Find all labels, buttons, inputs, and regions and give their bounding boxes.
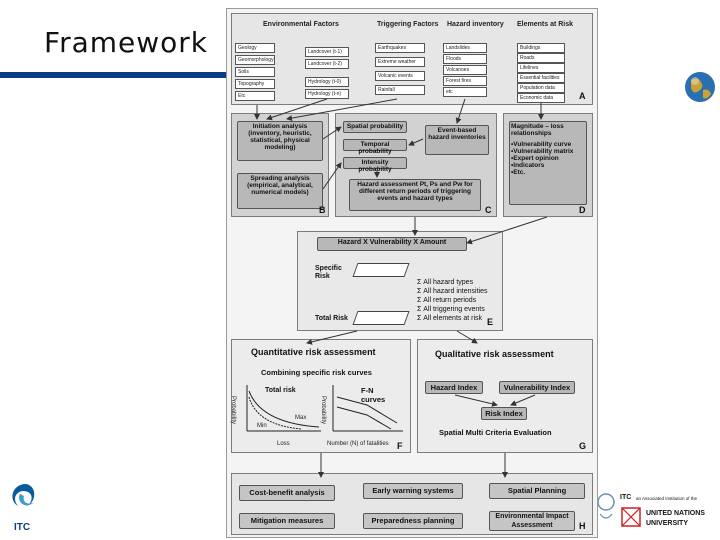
- globe-icon: [685, 72, 715, 102]
- itc-logo-text: ITC: [14, 522, 31, 533]
- element-at-risk: Lifelines: [517, 63, 565, 73]
- magnitude-loss-title: Magnitude – loss relationships: [511, 123, 564, 137]
- land-cover: Landcover (t-1): [305, 47, 349, 57]
- event-based-inventories: Event-based hazard inventories: [425, 125, 489, 155]
- specific-risk-layer: [352, 263, 410, 277]
- section-g-label: G: [579, 441, 587, 451]
- section-h-label: H: [579, 521, 586, 531]
- early-warning-button[interactable]: Early warning systems: [363, 483, 463, 499]
- spatial-probability: Spatial probability: [343, 121, 407, 133]
- smce-label: Spatial Multi Criteria Evaluation: [439, 428, 552, 437]
- hazard-type: Forest fires: [443, 76, 487, 86]
- vuln-item: •Etc.: [511, 169, 526, 176]
- section-g: [417, 339, 593, 453]
- env-factor: Geology: [235, 43, 275, 53]
- probability-y-label: Probability: [230, 395, 237, 425]
- eia-button[interactable]: Environmental Impact Assessment: [489, 511, 575, 531]
- itc-logo-icon: [12, 484, 35, 506]
- vulnerability-index: Vulnerability Index: [499, 381, 575, 394]
- sum-item: Σ All elements at risk: [417, 315, 483, 322]
- section-f-label: F: [397, 441, 403, 451]
- element-at-risk: Economic data: [517, 93, 565, 103]
- un-emblem-icon: [597, 493, 615, 519]
- sum-item: Σ All return periods: [417, 297, 477, 304]
- risk-index: Risk Index: [481, 407, 527, 420]
- spatial-planning-button[interactable]: Spatial Planning: [489, 483, 585, 499]
- fn-curves-label: F-N curves: [361, 386, 386, 404]
- hazard-assessment: Hazard assessment Pt, Ps and Pw for diff…: [349, 179, 481, 211]
- right-itc-sub: an Associated Institution of the: [636, 496, 698, 501]
- element-at-risk: Buildings: [517, 43, 565, 53]
- un-line-1: UNITED NATIONS: [646, 510, 705, 517]
- quantitative-title: Quantitative risk assessment: [251, 347, 376, 357]
- hazard-type: Landslides: [443, 43, 487, 53]
- section-b-label: B: [319, 205, 326, 215]
- header-hazard: Hazard inventory: [447, 21, 504, 28]
- hydrology: Hydrology (t-0): [305, 77, 349, 87]
- header-elements: Elements at Risk: [517, 21, 574, 28]
- section-f: [231, 339, 411, 453]
- total-risk-chart: [246, 385, 321, 432]
- env-factor: Geomorphology: [235, 55, 275, 65]
- trigger: Volcanic events: [375, 71, 425, 81]
- total-risk-label: Total Risk: [315, 315, 348, 322]
- vuln-item: •Vulnerability curve: [511, 141, 572, 148]
- section-a-label: A: [579, 91, 586, 101]
- hydrology: Hydrology (t-n): [305, 89, 349, 99]
- sum-item: Σ All hazard types: [417, 279, 474, 286]
- specific-risk-label: Specific Risk: [315, 265, 342, 281]
- hazard-index: Hazard Index: [425, 381, 483, 394]
- total-risk-chart-label: Total risk: [265, 387, 296, 394]
- vuln-item: •Indicators: [511, 162, 545, 169]
- hazard-type: Volcanoes: [443, 65, 487, 75]
- section-c-label: C: [485, 205, 492, 215]
- sum-item: Σ All hazard intensities: [417, 288, 488, 295]
- trigger: Rainfall: [375, 85, 425, 95]
- sum-item: Σ All triggering events: [417, 306, 485, 313]
- un-line-2: UNIVERSITY: [646, 520, 689, 527]
- un-university-icon: [621, 507, 641, 527]
- vuln-item: •Expert opinion: [511, 155, 559, 162]
- mitigation-button[interactable]: Mitigation measures: [239, 513, 335, 529]
- fatalities-x-label: Number (N) of fatalities: [327, 441, 389, 447]
- section-e-label: E: [487, 317, 494, 327]
- env-factor: Topography: [235, 79, 275, 89]
- spreading-analysis: Spreading analysis (empirical, analytica…: [237, 173, 323, 209]
- fn-curves-chart: [332, 385, 403, 432]
- hazard-type: Floods: [443, 54, 487, 64]
- env-factor: Soils: [235, 67, 275, 77]
- qualitative-title: Qualitative risk assessment: [435, 349, 554, 359]
- probability-y2-label: Probability: [320, 395, 327, 425]
- cost-benefit-button[interactable]: Cost-benefit analysis: [239, 485, 335, 501]
- vuln-item: •Vulnerability matrix: [511, 148, 574, 155]
- max-label: Max: [295, 415, 307, 421]
- intensity-probability: Intensity probability: [343, 157, 407, 173]
- risk-formula: Hazard X Vulnerability X Amount: [317, 237, 467, 251]
- framework-diagram: Environmental Factors Triggering Factors…: [226, 8, 598, 538]
- trigger: Earthquakes: [375, 43, 425, 53]
- element-at-risk: Roads: [517, 53, 565, 63]
- title-underline: [0, 72, 228, 78]
- section-d-label: D: [579, 205, 586, 215]
- page-title: Framework: [44, 26, 208, 59]
- right-itc-label: ITC: [620, 494, 632, 501]
- env-factor: Etc: [235, 91, 275, 101]
- trigger: Extreme weather: [375, 57, 425, 67]
- element-at-risk: Essential facilities: [517, 73, 565, 83]
- header-trig: Triggering Factors: [377, 21, 439, 28]
- total-risk-layer: [352, 311, 410, 325]
- land-cover: Landcover (t-2): [305, 59, 349, 69]
- magnitude-loss-box: Magnitude – loss relationships •Vulnerab…: [509, 121, 587, 205]
- hazard-type: etc: [443, 87, 487, 97]
- quantitative-subtitle: Combining specific risk curves: [261, 368, 372, 377]
- element-at-risk: Population data: [517, 83, 565, 93]
- min-label: Min: [257, 423, 267, 429]
- loss-label: Loss: [277, 441, 290, 447]
- header-env: Environmental Factors: [263, 21, 339, 28]
- preparedness-button[interactable]: Preparedness planning: [363, 513, 463, 529]
- initiation-analysis: Initiation analysis (inventory, heuristi…: [237, 121, 323, 161]
- temporal-probability: Temporal probability: [343, 139, 407, 155]
